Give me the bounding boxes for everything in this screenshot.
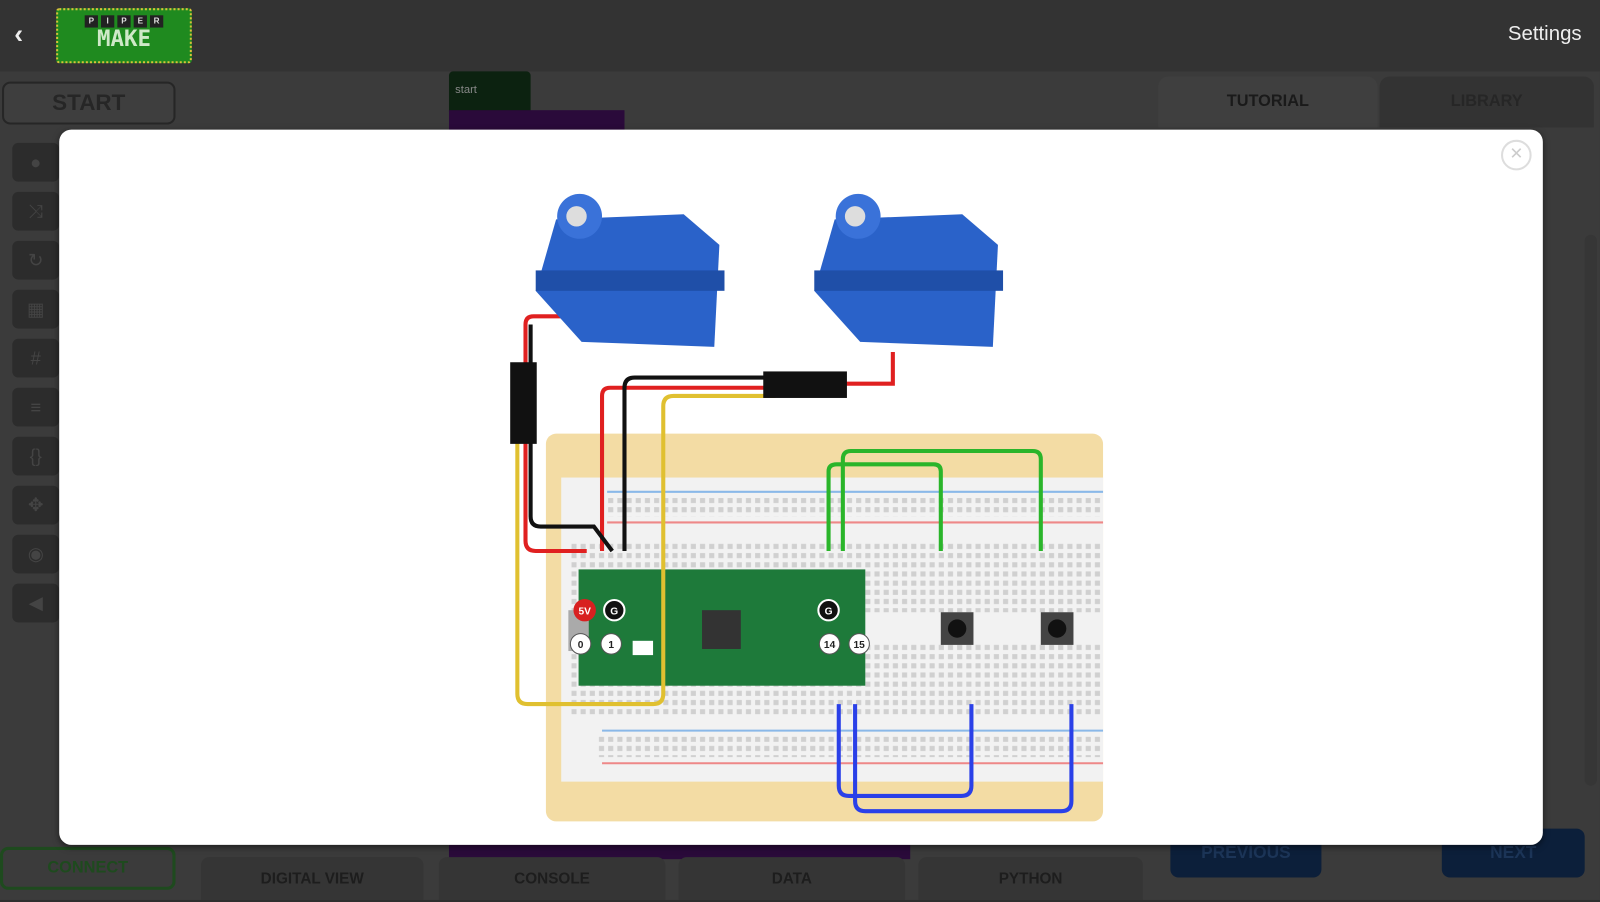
pin-label-gnd: G bbox=[603, 598, 626, 622]
tab-console[interactable]: CONSOLE bbox=[438, 857, 666, 900]
svg-text:15: 15 bbox=[854, 640, 866, 651]
logo-letter: P bbox=[84, 15, 98, 28]
loop-icon[interactable]: ↻ bbox=[12, 240, 60, 280]
calculator-icon[interactable]: ▦ bbox=[12, 289, 60, 329]
svg-text:1: 1 bbox=[608, 640, 614, 651]
wire-blue-1 bbox=[836, 704, 974, 798]
shuffle-icon[interactable]: ⤨ bbox=[12, 191, 60, 231]
pin-label-15: 15 bbox=[848, 633, 870, 655]
target-icon[interactable]: ◉ bbox=[12, 534, 60, 574]
start-block[interactable]: start bbox=[448, 71, 531, 113]
logo-letter: R bbox=[149, 15, 164, 28]
circle-icon[interactable]: ● bbox=[12, 142, 60, 182]
logo-letter: E bbox=[133, 15, 147, 28]
tab-python[interactable]: PYTHON bbox=[918, 857, 1143, 900]
hash-icon[interactable]: # bbox=[12, 338, 60, 378]
logo-letter: P bbox=[117, 15, 131, 28]
chevron-left-icon[interactable]: ‹ bbox=[14, 18, 24, 49]
gamepad-icon[interactable]: ✥ bbox=[12, 485, 60, 525]
tab-digital-view[interactable]: DIGITAL VIEW bbox=[201, 857, 424, 900]
tab-tutorial[interactable]: TUTORIAL bbox=[1158, 76, 1378, 128]
sound-icon[interactable]: ◀ bbox=[12, 583, 60, 623]
braces-icon[interactable]: {} bbox=[12, 436, 60, 476]
logo-letter: I bbox=[101, 15, 115, 28]
wire-green-1 bbox=[826, 462, 943, 552]
svg-text:G: G bbox=[825, 606, 833, 617]
logo-text: MAKE bbox=[96, 26, 152, 53]
code-block bbox=[448, 844, 911, 860]
tutorial-scrollbar[interactable] bbox=[1584, 234, 1597, 786]
servo-connector-1 bbox=[510, 362, 537, 444]
list-icon[interactable]: ≡ bbox=[12, 387, 60, 427]
svg-text:14: 14 bbox=[824, 640, 836, 651]
wire-green-2 bbox=[840, 448, 1043, 552]
wire-black bbox=[528, 324, 776, 553]
tab-library[interactable]: LIBRARY bbox=[1379, 76, 1594, 128]
svg-text:5V: 5V bbox=[578, 606, 591, 617]
start-button[interactable]: START bbox=[2, 81, 176, 125]
pin-label-1: 1 bbox=[600, 633, 622, 655]
svg-text:G: G bbox=[610, 606, 618, 617]
wire-red-2 bbox=[599, 352, 895, 552]
pin-label-gnd: G bbox=[817, 598, 840, 622]
close-icon[interactable]: ✕ bbox=[1501, 139, 1532, 171]
pico-chip bbox=[702, 610, 741, 649]
servo-connector-2 bbox=[763, 371, 847, 398]
pin-label-5v: 5V bbox=[573, 598, 596, 622]
wire-blue-2 bbox=[853, 704, 1074, 814]
pin-label-0: 0 bbox=[569, 633, 592, 655]
code-block[interactable] bbox=[448, 110, 625, 131]
connect-button[interactable]: CONNECT bbox=[0, 846, 176, 890]
tab-data[interactable]: DATA bbox=[678, 857, 906, 900]
servo-motor-2 bbox=[814, 193, 1004, 347]
pin-label-14: 14 bbox=[818, 633, 841, 655]
settings-link[interactable]: Settings bbox=[1507, 22, 1582, 45]
svg-text:0: 0 bbox=[578, 640, 584, 651]
wire-yellow bbox=[515, 393, 776, 707]
servo-motor-1 bbox=[535, 193, 725, 347]
